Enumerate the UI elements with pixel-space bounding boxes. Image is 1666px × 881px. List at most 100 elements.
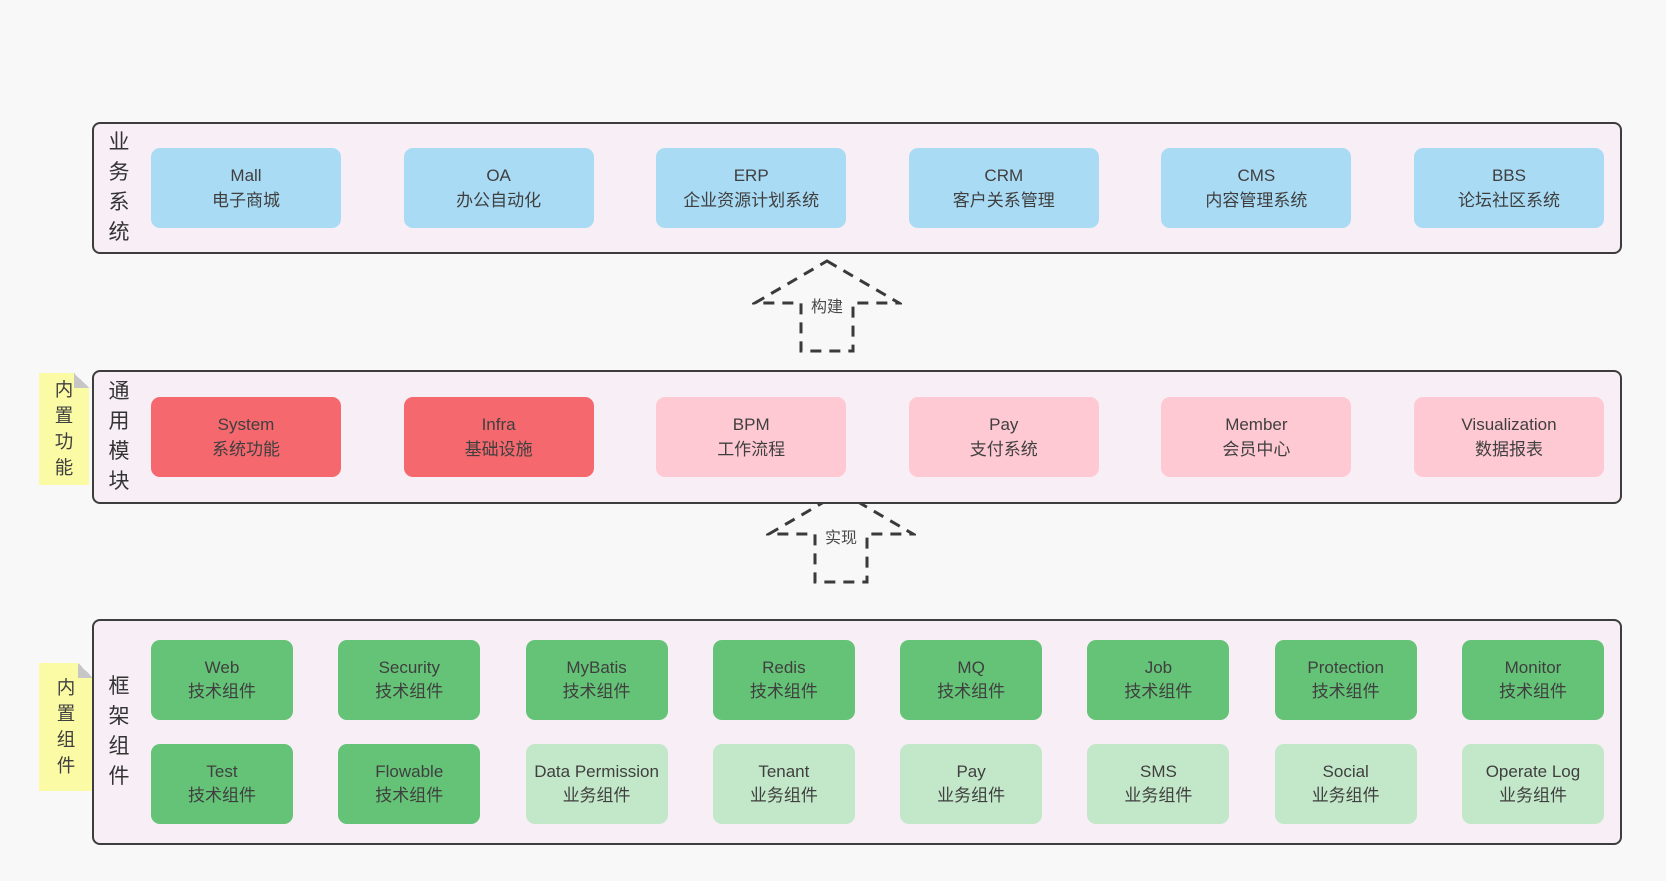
box-mq: MQ 技术组件 xyxy=(900,640,1043,720)
box-monitor: Monitor 技术组件 xyxy=(1461,640,1604,720)
layer-business-systems: 业务系统 Mall 电子商城 OA 办公自动化 ERP 企业资源计划系统 CRM… xyxy=(92,122,1622,254)
box-title: Security xyxy=(378,658,440,677)
box-subtitle: 电子商城 xyxy=(212,191,280,210)
box-title: Tenant xyxy=(758,762,810,781)
box-title: Redis xyxy=(762,658,806,677)
box-subtitle: 技术组件 xyxy=(188,786,256,805)
folded-corner-icon xyxy=(78,663,93,678)
box-title: Pay xyxy=(989,415,1019,434)
business-box-row: Mall 电子商城 OA 办公自动化 ERP 企业资源计划系统 CRM 客户关系… xyxy=(131,148,1620,228)
box-subtitle: 技术组件 xyxy=(1498,682,1567,701)
box-subtitle: 会员中心 xyxy=(1222,440,1291,459)
box-subtitle: 技术组件 xyxy=(562,682,631,701)
box-web: Web 技术组件 xyxy=(151,640,293,720)
box-security: Security 技术组件 xyxy=(338,640,481,720)
box-title: MyBatis xyxy=(566,658,627,677)
box-subtitle: 客户关系管理 xyxy=(952,191,1055,210)
box-system: System 系统功能 xyxy=(151,397,341,477)
box-title: CRM xyxy=(984,166,1024,185)
box-title: Pay xyxy=(956,762,986,781)
box-title: Monitor xyxy=(1504,658,1562,677)
box-subtitle: 技术组件 xyxy=(188,682,256,701)
box-subtitle: 论坛社区系统 xyxy=(1457,191,1560,210)
box-subtitle: 业务组件 xyxy=(1311,786,1380,805)
box-crm: CRM 客户关系管理 xyxy=(908,148,1099,228)
box-subtitle: 业务组件 xyxy=(1498,786,1567,805)
box-title: Mall xyxy=(230,166,262,185)
box-title: Infra xyxy=(481,415,516,434)
box-title: Job xyxy=(1144,658,1173,677)
box-subtitle: 基础设施 xyxy=(464,440,533,459)
box-title: CMS xyxy=(1237,166,1276,185)
box-subtitle: 技术组件 xyxy=(1311,682,1380,701)
note-text: 内置组件 xyxy=(56,677,76,776)
layer-label-modules: 通用模块 xyxy=(108,380,130,493)
box-title: Social xyxy=(1322,762,1369,781)
box-title: Test xyxy=(206,762,238,781)
box-pay-system: Pay 支付系统 xyxy=(908,397,1099,477)
box-subtitle: 业务组件 xyxy=(1124,786,1193,805)
box-cms: CMS 内容管理系统 xyxy=(1161,148,1352,228)
box-subtitle: 企业资源计划系统 xyxy=(683,191,820,210)
sticky-note-builtin-components: 内置组件 xyxy=(39,663,93,791)
box-operate-log: Operate Log 业务组件 xyxy=(1461,744,1604,824)
box-subtitle: 数据报表 xyxy=(1474,440,1543,459)
box-subtitle: 技术组件 xyxy=(937,682,1006,701)
folded-corner-icon xyxy=(74,373,89,388)
box-subtitle: 技术组件 xyxy=(375,682,444,701)
box-social: Social 业务组件 xyxy=(1274,744,1417,824)
box-subtitle: 技术组件 xyxy=(1124,682,1193,701)
box-title: Flowable xyxy=(375,762,444,781)
box-subtitle: 办公自动化 xyxy=(456,191,542,210)
box-title: Data Permission xyxy=(534,762,659,781)
box-subtitle: 系统功能 xyxy=(212,440,280,459)
box-subtitle: 业务组件 xyxy=(937,786,1006,805)
box-title: Member xyxy=(1225,415,1288,434)
box-flowable: Flowable 技术组件 xyxy=(338,744,481,824)
box-title: Visualization xyxy=(1461,415,1557,434)
box-protection: Protection 技术组件 xyxy=(1274,640,1417,720)
box-mybatis: MyBatis 技术组件 xyxy=(525,640,668,720)
component-rows: Web 技术组件 Security 技术组件 MyBatis 技术组件 Redi… xyxy=(131,640,1620,824)
box-title: SMS xyxy=(1139,762,1177,781)
sticky-note-builtin-features: 内置功能 xyxy=(39,373,89,485)
box-subtitle: 工作流程 xyxy=(717,440,786,459)
implement-arrow: 实现 xyxy=(766,488,916,586)
box-member: Member 会员中心 xyxy=(1161,397,1352,477)
box-tenant: Tenant 业务组件 xyxy=(712,744,855,824)
box-subtitle: 业务组件 xyxy=(749,786,818,805)
box-title: System xyxy=(217,415,275,434)
component-row-2: Test 技术组件 Flowable 技术组件 Data Permission … xyxy=(151,744,1604,824)
box-title: BBS xyxy=(1491,166,1526,185)
box-subtitle: 业务组件 xyxy=(562,786,631,805)
box-bbs: BBS 论坛社区系统 xyxy=(1413,148,1604,228)
box-oa: OA 办公自动化 xyxy=(403,148,594,228)
box-redis: Redis 技术组件 xyxy=(712,640,855,720)
build-arrow-label: 构建 xyxy=(807,293,847,317)
box-title: Protection xyxy=(1307,658,1384,677)
layer-label-business: 业务系统 xyxy=(108,131,130,244)
box-subtitle: 内容管理系统 xyxy=(1205,191,1308,210)
box-title: MQ xyxy=(957,658,985,677)
box-subtitle: 技术组件 xyxy=(749,682,818,701)
implement-arrow-label: 实现 xyxy=(821,524,861,548)
box-subtitle: 支付系统 xyxy=(969,440,1038,459)
layer-label-components: 框架组件 xyxy=(108,675,130,788)
box-job: Job 技术组件 xyxy=(1087,640,1230,720)
box-title: OA xyxy=(486,166,511,185)
layer-common-modules: 通用模块 System 系统功能 Infra 基础设施 BPM 工作流程 Pay… xyxy=(92,370,1622,504)
component-row-1: Web 技术组件 Security 技术组件 MyBatis 技术组件 Redi… xyxy=(151,640,1604,720)
box-data-permission: Data Permission 业务组件 xyxy=(525,744,668,824)
box-pay-component: Pay 业务组件 xyxy=(900,744,1043,824)
note-text: 内置功能 xyxy=(54,379,74,478)
build-arrow: 构建 xyxy=(752,257,902,355)
box-title: Web xyxy=(204,658,240,677)
box-title: Operate Log xyxy=(1485,762,1581,781)
layer-framework-components: 框架组件 Web 技术组件 Security 技术组件 MyBatis 技术组件… xyxy=(92,619,1622,845)
box-visualization: Visualization 数据报表 xyxy=(1413,397,1604,477)
box-erp: ERP 企业资源计划系统 xyxy=(656,148,847,228)
box-title: ERP xyxy=(733,166,769,185)
box-infra: Infra 基础设施 xyxy=(403,397,594,477)
box-title: BPM xyxy=(732,415,770,434)
